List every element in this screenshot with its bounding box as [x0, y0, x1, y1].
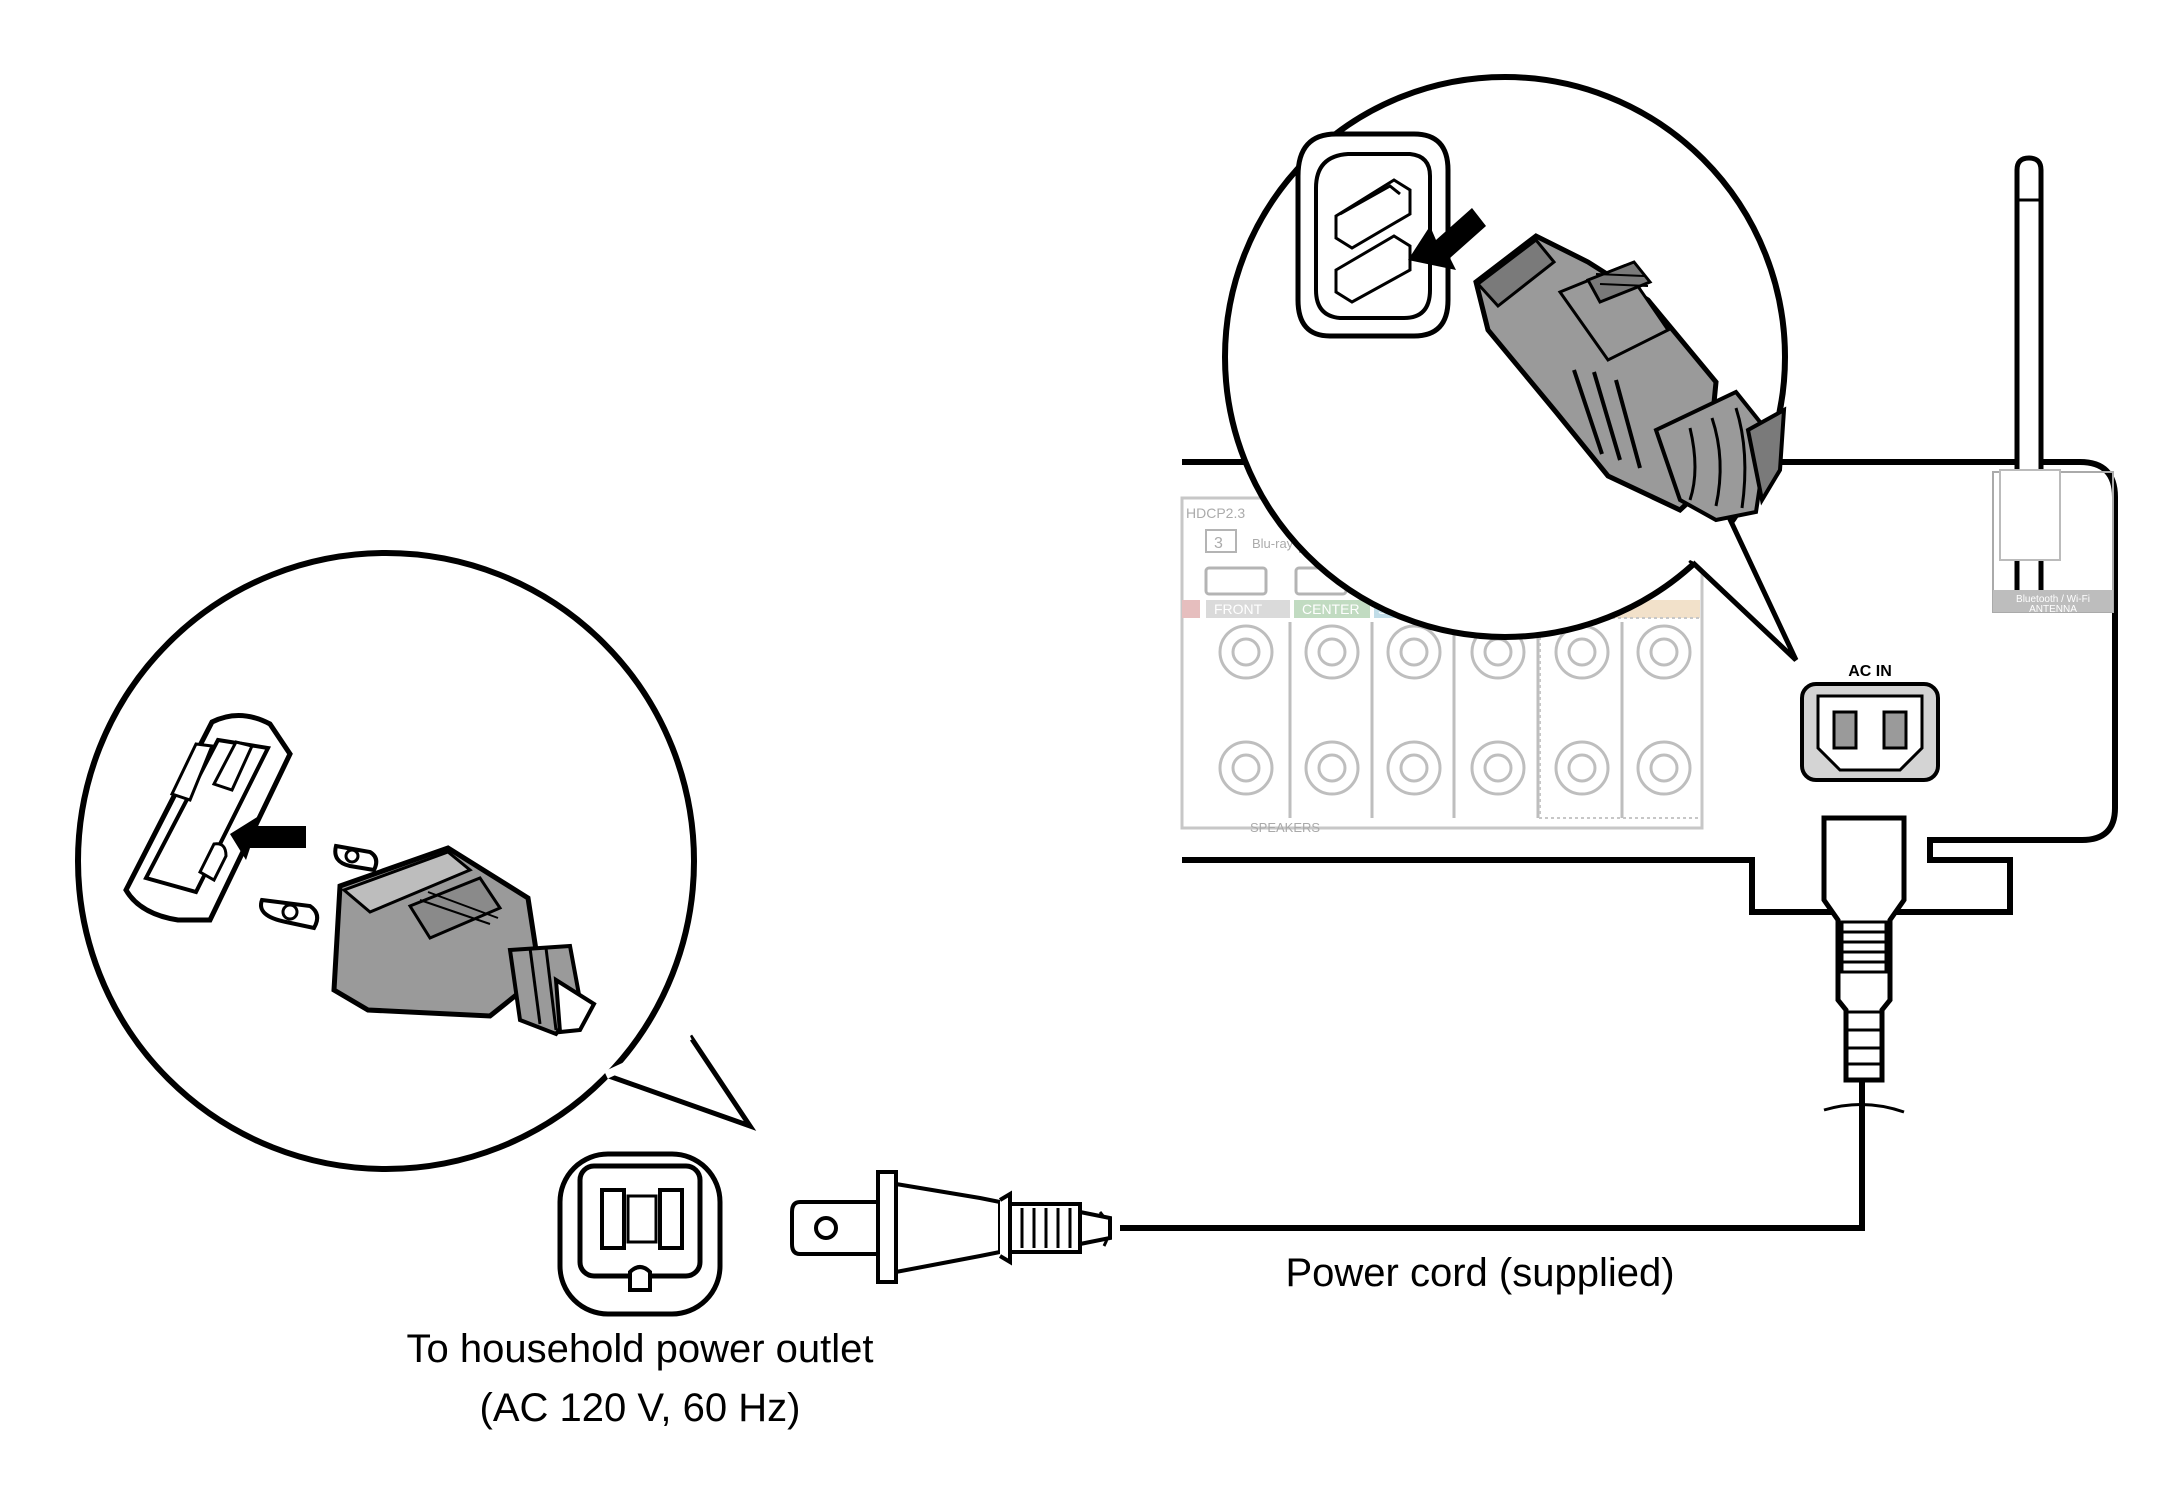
outlet-caption-line2: (AC 120 V, 60 Hz) — [479, 1386, 801, 1430]
antenna-label-line2: ANTENNA — [2029, 604, 2077, 615]
arrow-icon — [230, 814, 306, 860]
power-cord — [1098, 1080, 1865, 1247]
antenna-label-line1: Bluetooth / Wi-Fi — [2016, 594, 2090, 605]
power-cord-caption: Power cord (supplied) — [1285, 1251, 1675, 1295]
plug-icon — [790, 1170, 1112, 1284]
outlet-icon — [557, 1151, 723, 1317]
center-label: CENTER — [1302, 601, 1360, 617]
ac-in-label: AC IN — [1848, 663, 1892, 680]
arrow-icon — [1408, 208, 1486, 270]
ac-in-inlet: AC IN — [1800, 663, 1940, 782]
antenna-icon: Bluetooth / Wi-Fi ANTENNA — [1992, 155, 2114, 615]
speakers-label: SPEAKERS — [1250, 820, 1320, 835]
hdmi-3-label: 3 — [1214, 535, 1223, 552]
bluray-label: Blu-ray — [1252, 536, 1294, 551]
outlet-caption-line1: To household power outlet — [406, 1327, 874, 1371]
outlet-zoom-callout — [75, 550, 757, 1172]
iec-connector-icon — [1821, 815, 1907, 1114]
inlet-zoom-callout — [1222, 74, 1799, 662]
hdcp-label: HDCP2.3 — [1186, 505, 1245, 521]
front-label: FRONT — [1214, 601, 1263, 617]
